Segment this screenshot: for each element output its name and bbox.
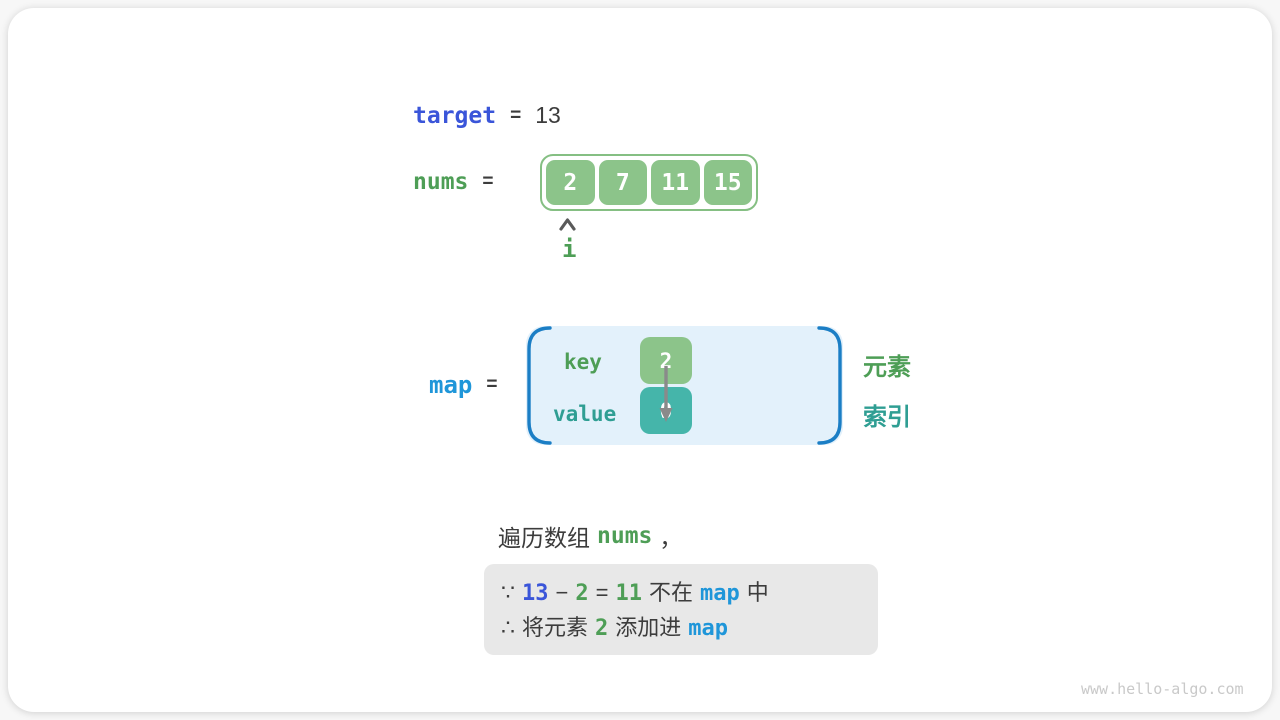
nums-equals: = [482, 171, 494, 192]
map-key-label: key [564, 350, 602, 374]
array-cell: 7 [598, 160, 647, 205]
nums-keyword: nums [413, 169, 469, 195]
nums-declaration: nums = [413, 169, 494, 195]
target-keyword: target [413, 102, 497, 129]
left-brace-icon [527, 326, 552, 445]
watermark: www.hello-algo.com [1081, 680, 1244, 698]
map-container: key 2 value 0 [526, 326, 843, 445]
chevron-up-icon [559, 218, 576, 231]
map-value-label: value [553, 402, 617, 426]
map-declaration: map = [429, 371, 497, 399]
map-equals: = [486, 374, 498, 395]
map-keyword: map [429, 371, 473, 399]
map-key-value: 2 [659, 348, 673, 373]
nums-array: 2 7 11 15 [540, 154, 758, 211]
index-label: 索引 [863, 404, 911, 431]
array-cell: 2 [546, 160, 595, 205]
arrow-down-icon [659, 366, 673, 422]
target-equals: = [510, 104, 522, 126]
pointer-i-label: i [562, 235, 577, 263]
diagram-card: target = 13 nums = 2 7 11 15 i map = key… [8, 8, 1272, 712]
right-brace-icon [817, 326, 842, 445]
array-cell: 11 [651, 160, 700, 205]
target-value: 13 [535, 102, 561, 128]
target-declaration: target = 13 [413, 102, 561, 129]
element-label: 元素 [863, 354, 911, 381]
array-cell: 15 [703, 160, 752, 205]
